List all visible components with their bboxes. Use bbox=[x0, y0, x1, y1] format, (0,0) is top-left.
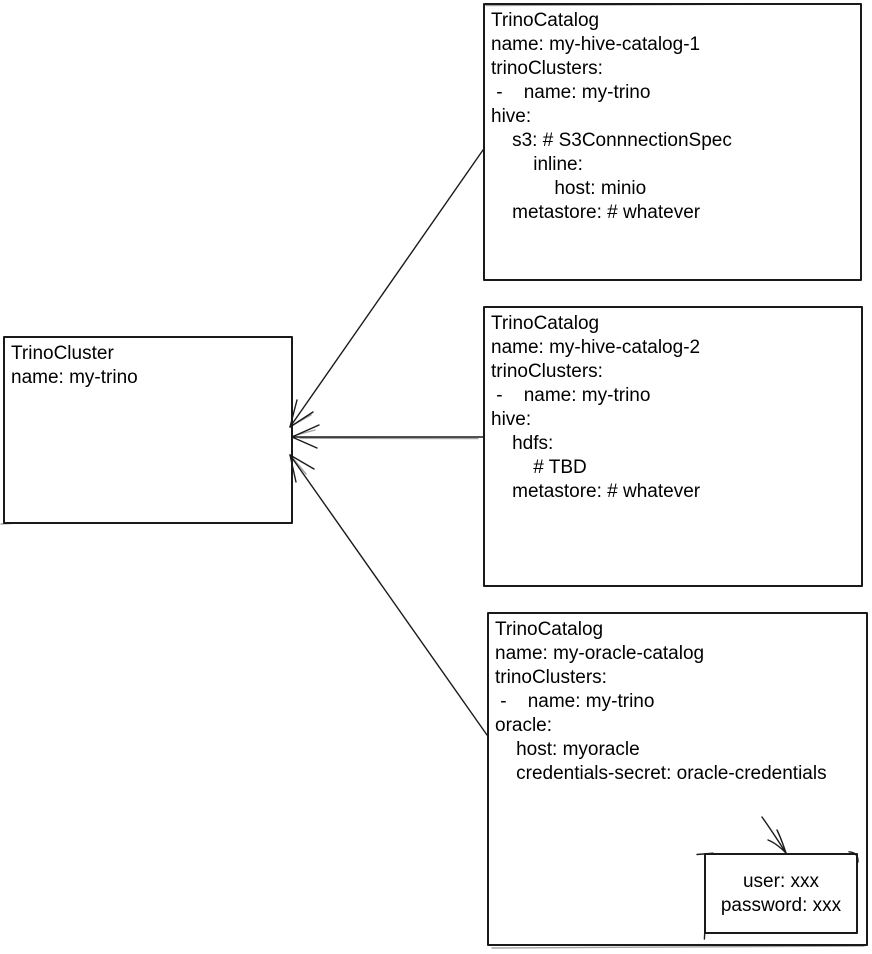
trino-cluster-text: TrinoCluster name: my-trino bbox=[11, 343, 138, 388]
trino-catalog-3-box[interactable]: TrinoCatalog name: my-oracle-catalog tri… bbox=[487, 612, 868, 946]
sketch-stroke bbox=[292, 429, 316, 437]
trino-catalog-1-text: TrinoCatalog name: my-hive-catalog-1 tri… bbox=[491, 10, 732, 223]
trino-catalog-3-text: TrinoCatalog name: my-oracle-catalog tri… bbox=[495, 619, 827, 784]
sketch-stroke bbox=[491, 945, 865, 949]
arrowhead-icon bbox=[291, 424, 320, 438]
sketch-stroke bbox=[290, 414, 312, 427]
sketch-stroke bbox=[290, 455, 307, 475]
credentials-secret-box[interactable]: user: xxx password: xxx bbox=[704, 853, 858, 934]
credentials-secret-text: user: xxx password: xxx bbox=[720, 870, 842, 916]
arrowhead-icon bbox=[291, 436, 318, 449]
arrowhead-icon bbox=[289, 411, 314, 428]
trino-cluster-box[interactable]: TrinoCluster name: my-trino bbox=[3, 336, 293, 524]
arrow-catalog1-to-cluster[interactable] bbox=[289, 149, 484, 428]
trino-catalog-2-text: TrinoCatalog name: my-hive-catalog-2 tri… bbox=[491, 313, 701, 502]
trino-catalog-1-box[interactable]: TrinoCatalog name: my-hive-catalog-1 tri… bbox=[483, 3, 862, 281]
trino-catalog-2-box[interactable]: TrinoCatalog name: my-hive-catalog-2 tri… bbox=[483, 306, 863, 587]
arrow-catalog2-to-cluster[interactable] bbox=[291, 424, 484, 449]
arrowhead-icon bbox=[289, 454, 315, 470]
arrow-catalog3-to-cluster[interactable] bbox=[289, 454, 488, 736]
